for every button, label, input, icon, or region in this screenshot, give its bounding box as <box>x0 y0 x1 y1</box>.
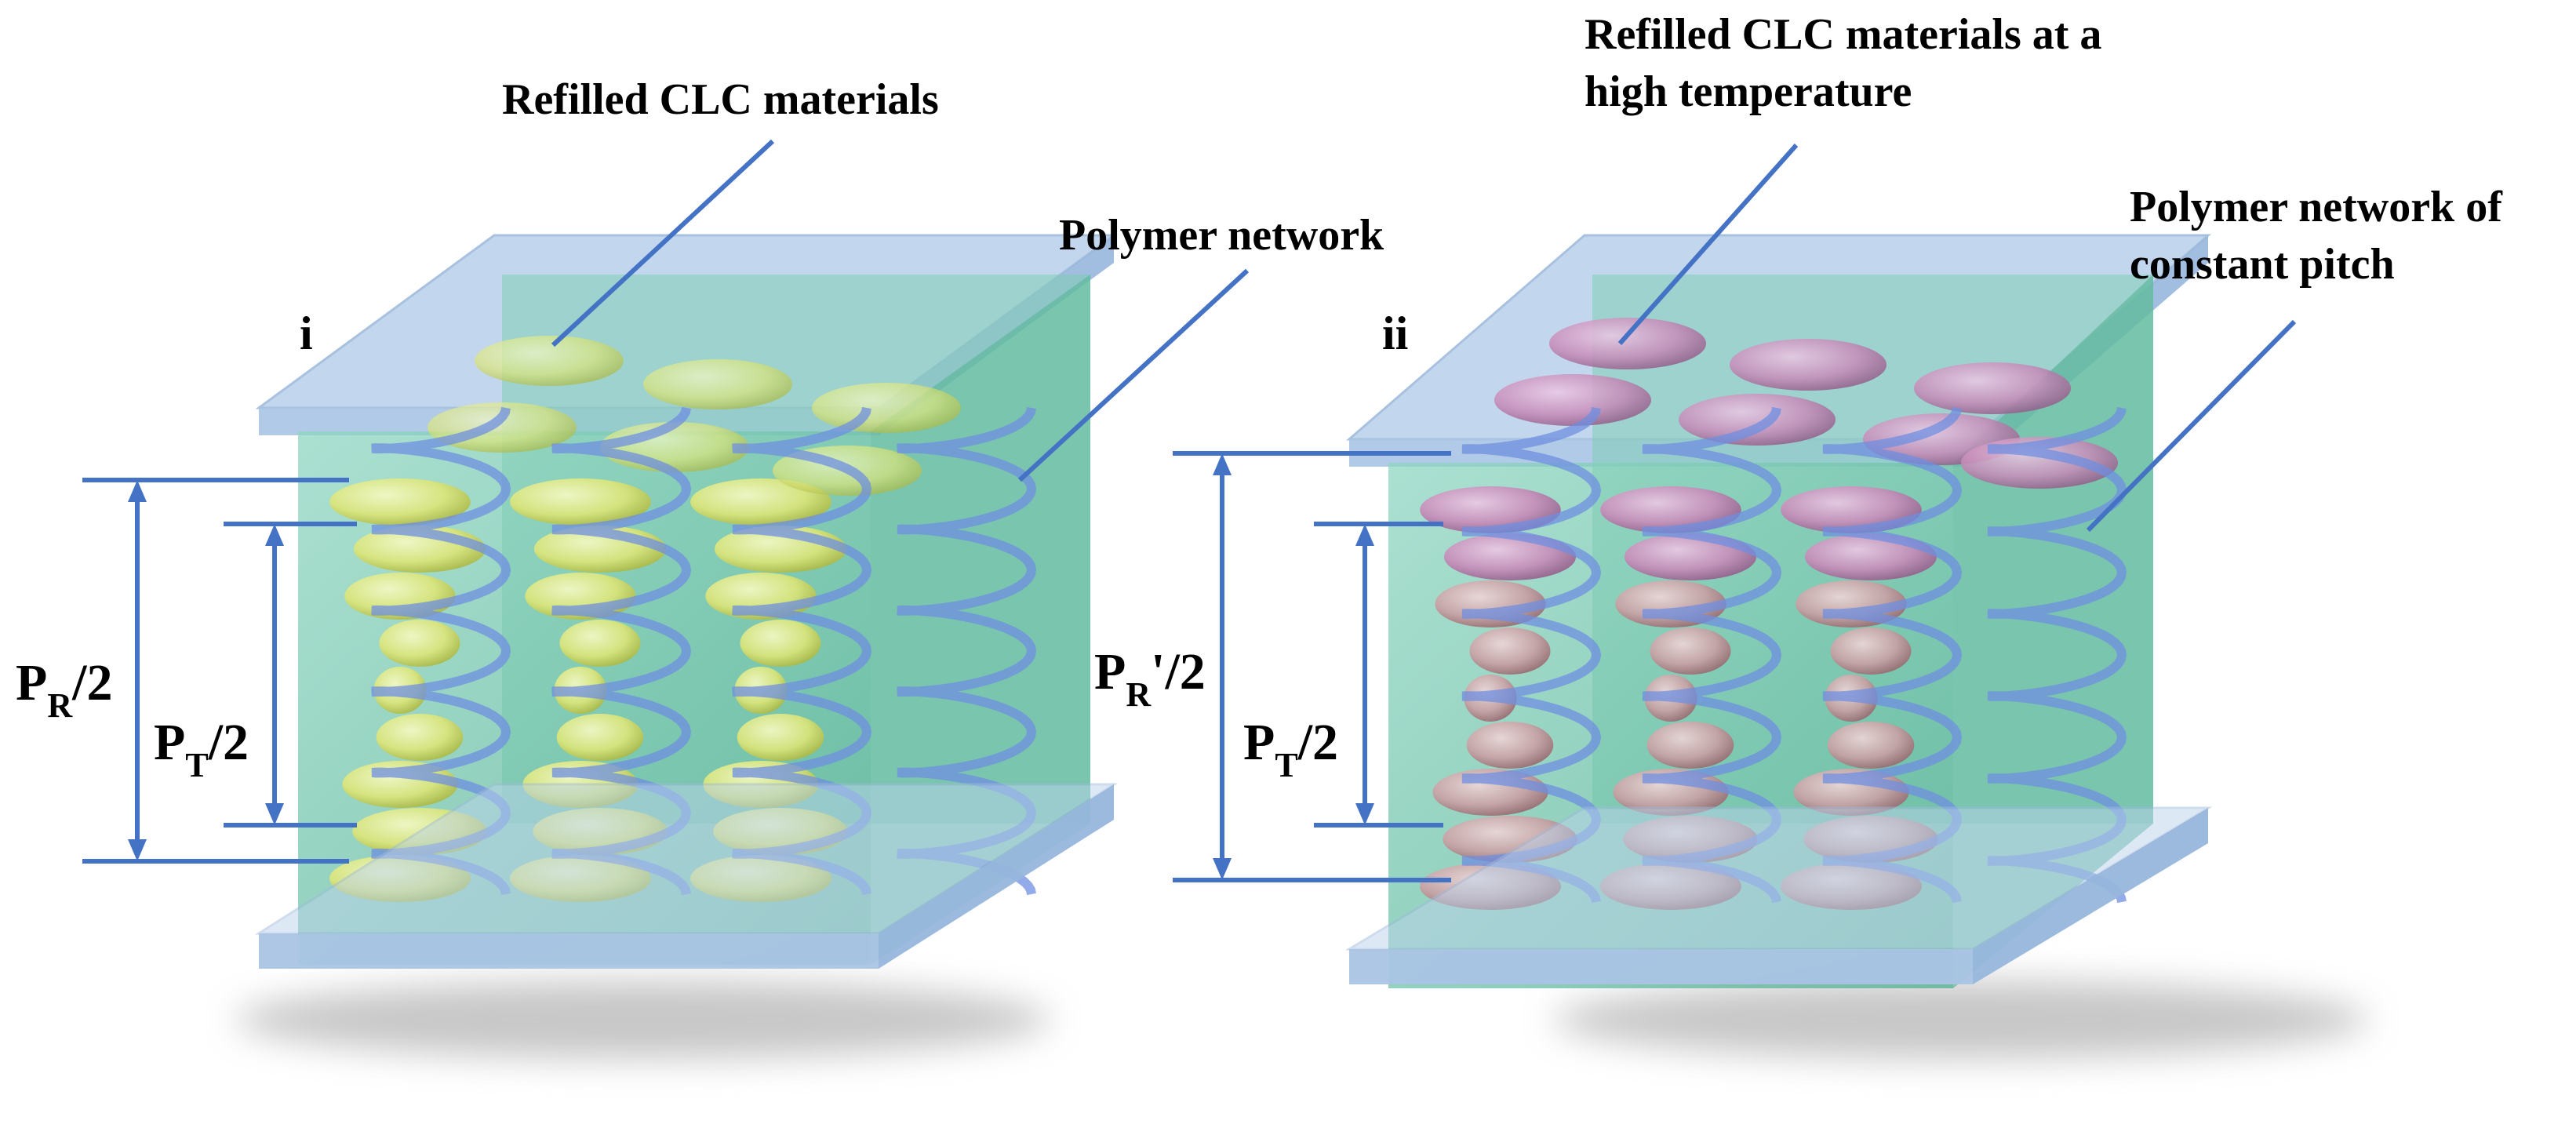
lc-molecule <box>1494 374 1651 426</box>
callout-refilled-clc-ii-line2: high temperature <box>1585 67 1912 116</box>
lc-molecule <box>740 620 821 667</box>
cell-shadow <box>235 980 1051 1059</box>
lc-molecule <box>1549 318 1706 369</box>
lc-molecule <box>475 336 624 386</box>
lc-molecule <box>643 359 792 409</box>
pitch-label-inner-i: PT/2 <box>154 714 249 784</box>
pitch-bracket-inner <box>224 522 357 828</box>
panel-label-ii: ii <box>1382 307 1408 359</box>
lc-molecule <box>510 478 651 526</box>
callout-refilled-clc-ii-line1: Refilled CLC materials at a <box>1585 10 2101 59</box>
callout-polymer-network-ii-line2: constant pitch <box>2130 240 2395 289</box>
panel-ii: PR'/2 PT/2 ii Refilled CLC materials at … <box>1094 10 2503 1059</box>
lc-molecule <box>556 714 644 761</box>
callout-leader-polymer-ii <box>2086 319 2297 533</box>
lc-molecule <box>1469 627 1551 675</box>
callout-leader-refilled-ii <box>1617 144 1799 345</box>
lc-molecule <box>1730 339 1887 391</box>
lc-molecule <box>690 478 831 526</box>
pitch-bracket-outer <box>82 478 349 864</box>
callout-refilled-clc-i: Refilled CLC materials <box>502 75 939 124</box>
bottom-glass-plate-side <box>1973 808 2208 984</box>
pitch-label-outer-ii: PR'/2 <box>1094 643 1206 714</box>
pitch-label-outer-i: PR/2 <box>16 654 112 725</box>
pitch-label-inner-ii: PT/2 <box>1243 714 1338 784</box>
lc-molecule <box>376 714 464 761</box>
lc-molecule <box>1914 362 2071 414</box>
callout-polymer-network-ii-line1: Polymer network of <box>2130 183 2503 231</box>
lc-molecule <box>559 620 641 667</box>
lc-molecule <box>812 383 961 433</box>
pitch-bracket-outer <box>1173 451 1451 882</box>
lc-molecule <box>1646 722 1734 769</box>
lc-molecule <box>1679 394 1836 446</box>
lc-molecule <box>379 620 460 667</box>
bottom-glass-plate-front <box>1349 949 1973 984</box>
lc-molecule <box>1830 627 1912 675</box>
lc-molecule <box>600 422 749 472</box>
cell-shadow <box>1553 980 2369 1059</box>
lc-molecule <box>1827 722 1915 769</box>
lc-molecule <box>329 478 471 526</box>
callout-leader-polymer-i <box>1017 268 1250 482</box>
bottom-glass-plate-side <box>879 784 1114 969</box>
bottom-glass-plate-front <box>259 933 879 969</box>
callout-leader-refilled-i <box>551 139 775 347</box>
lc-molecule <box>737 714 824 761</box>
pitch-bracket-inner <box>1314 522 1443 828</box>
lc-molecule <box>1650 627 1731 675</box>
callout-polymer-network-i: Polymer network <box>1059 211 1384 260</box>
panel-label-i: i <box>300 307 313 359</box>
lc-molecule <box>1466 722 1554 769</box>
panel-i: PR/2 PT/2 i Refilled CLC materials Polym… <box>16 75 1384 1059</box>
